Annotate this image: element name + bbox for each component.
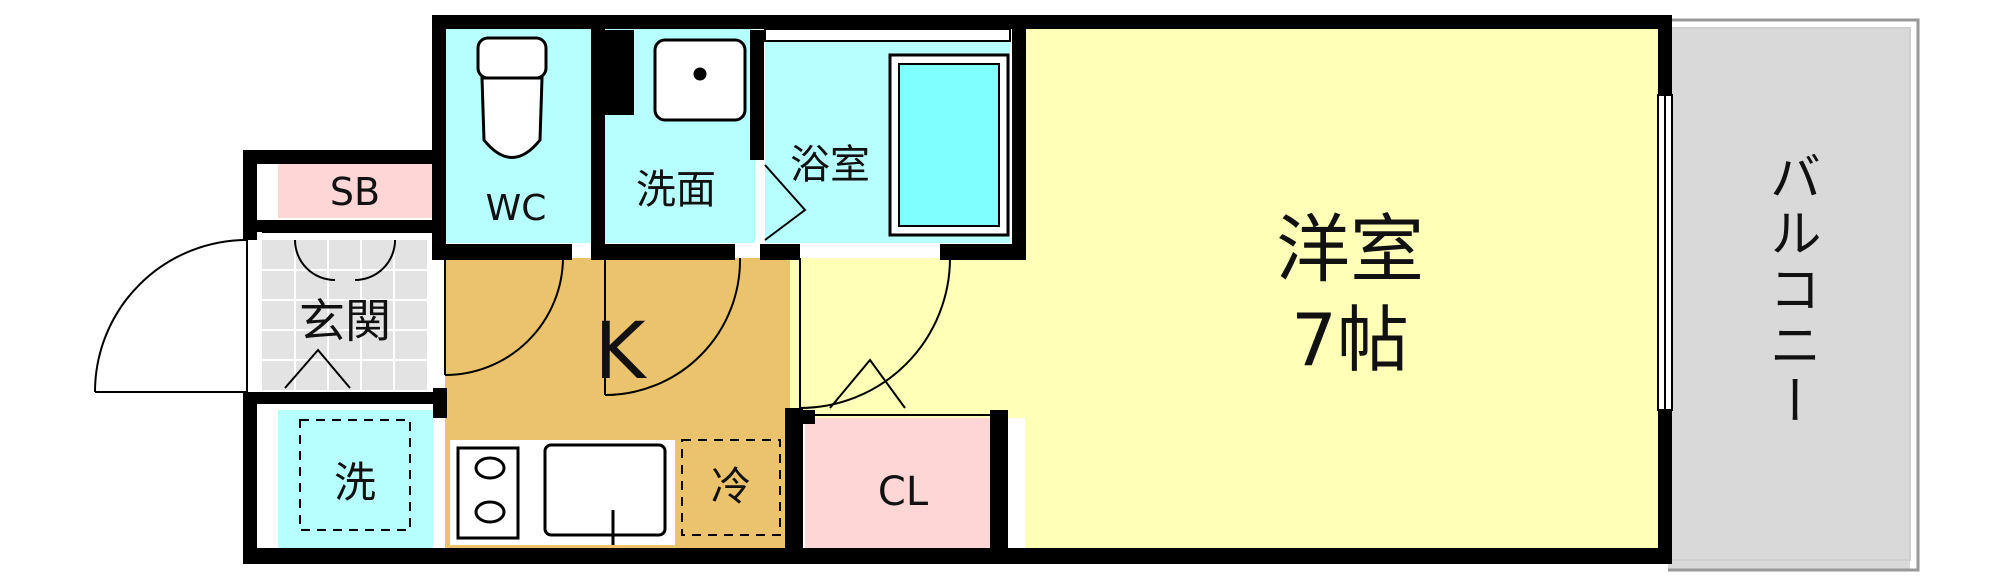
washroom-label: 洗面	[636, 167, 716, 213]
hall-area	[790, 258, 1025, 418]
washer-label: 洗	[334, 458, 376, 507]
closet-area	[805, 418, 990, 548]
washer-space-icon	[299, 419, 411, 531]
fridge-space-icon	[681, 439, 781, 536]
toilet-icon	[476, 36, 548, 159]
western-room-area	[1025, 28, 1660, 548]
window-east	[1657, 94, 1673, 411]
sb-area	[278, 163, 433, 218]
balcony-railing	[1668, 18, 1920, 572]
balcony-label: バルコニー	[1760, 150, 1820, 430]
wc-label: WC	[486, 188, 547, 229]
entrance-tiles	[262, 240, 427, 390]
bathtub-icon	[888, 53, 1010, 237]
sink-icon	[543, 443, 667, 545]
kitchen-label: K	[594, 307, 647, 397]
window-top-bath	[764, 28, 1011, 42]
closet-label: CL	[878, 469, 929, 515]
wash-basin-icon	[653, 38, 747, 122]
entrance-label: 玄関	[299, 294, 391, 348]
bathroom-label: 浴室	[790, 142, 870, 188]
western-room-name: 洋室	[1276, 207, 1424, 293]
doors	[94, 164, 990, 416]
stove-icon	[456, 446, 520, 540]
western-room-size: 7帖	[1291, 298, 1409, 382]
sb-label: SB	[330, 170, 380, 214]
washer-area	[278, 410, 433, 548]
walls	[243, 15, 1672, 564]
entrance-area	[262, 240, 427, 390]
balcony-area	[1668, 28, 1910, 570]
fridge-label: 冷	[711, 464, 751, 510]
